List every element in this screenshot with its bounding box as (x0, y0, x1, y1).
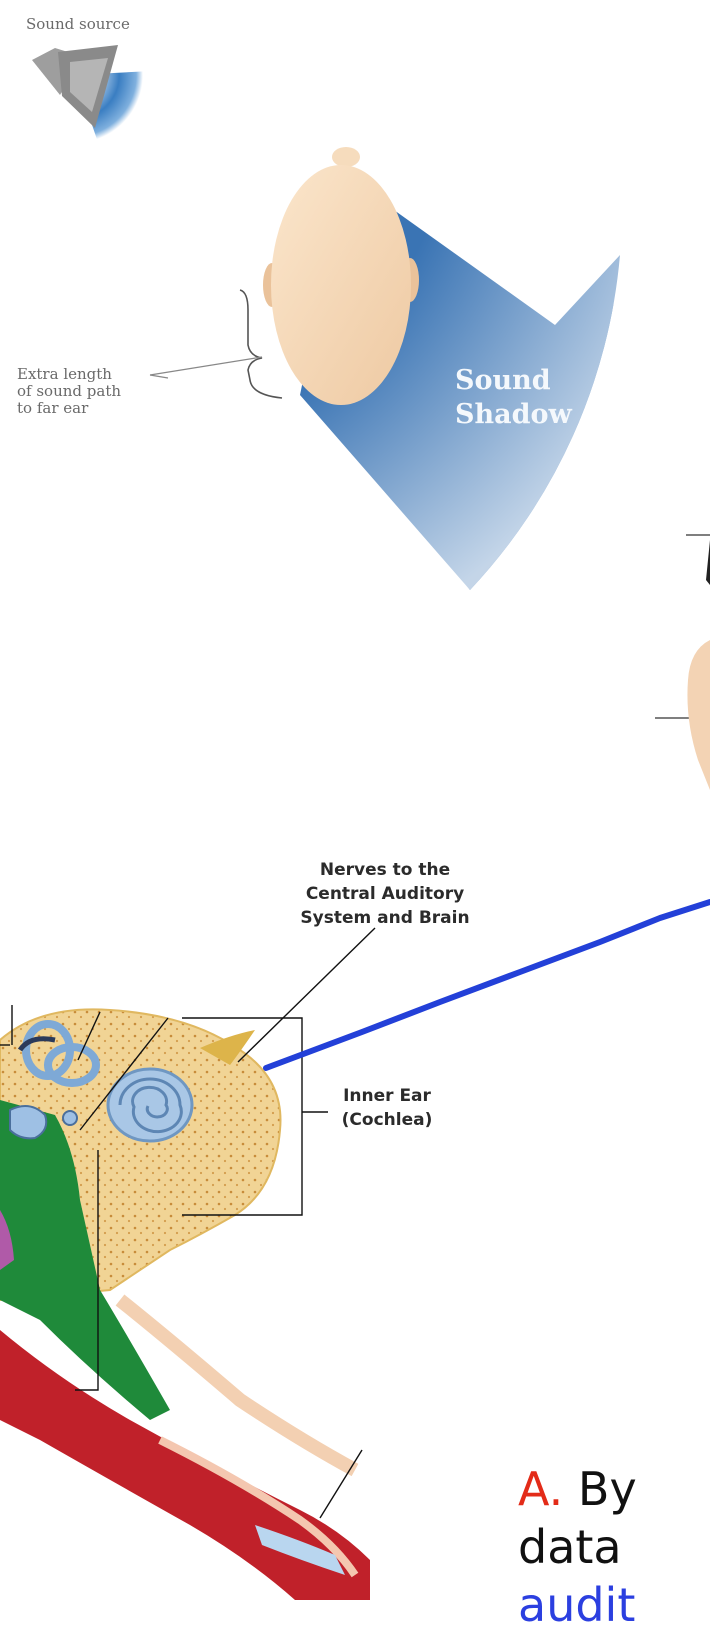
nerves-line-1: Nerves to the (270, 858, 500, 882)
ear-anatomy-diagram (0, 0, 710, 1600)
extra-length-line-1: Extra length (17, 366, 121, 383)
sound-shadow-line-1: Sound (455, 364, 572, 398)
extra-length-line-2: of sound path (17, 383, 121, 400)
answer-marker: A. (518, 1462, 563, 1516)
answer-line-3: audit (518, 1576, 637, 1634)
answer-line-2: data (518, 1518, 637, 1576)
sound-shadow-label: Sound Shadow (455, 364, 572, 432)
answer-text: A. By data audit (518, 1460, 637, 1634)
nerves-line-2: Central Auditory (270, 882, 500, 906)
inner-ear-line-2: (Cochlea) (332, 1108, 442, 1132)
extra-length-line-3: to far ear (17, 400, 121, 417)
sound-shadow-line-2: Shadow (455, 398, 572, 432)
answer-line-1-text: By (578, 1462, 637, 1516)
answer-line-1: A. By (518, 1460, 637, 1518)
cochlea (108, 1069, 192, 1141)
extra-length-label: Extra length of sound path to far ear (17, 366, 121, 417)
inner-ear-line-1: Inner Ear (332, 1084, 442, 1108)
nerves-line-3: System and Brain (270, 906, 500, 930)
nerves-label: Nerves to the Central Auditory System an… (270, 858, 500, 930)
sound-source-label: Sound source (26, 16, 130, 33)
inner-ear-label: Inner Ear (Cochlea) (332, 1084, 442, 1132)
